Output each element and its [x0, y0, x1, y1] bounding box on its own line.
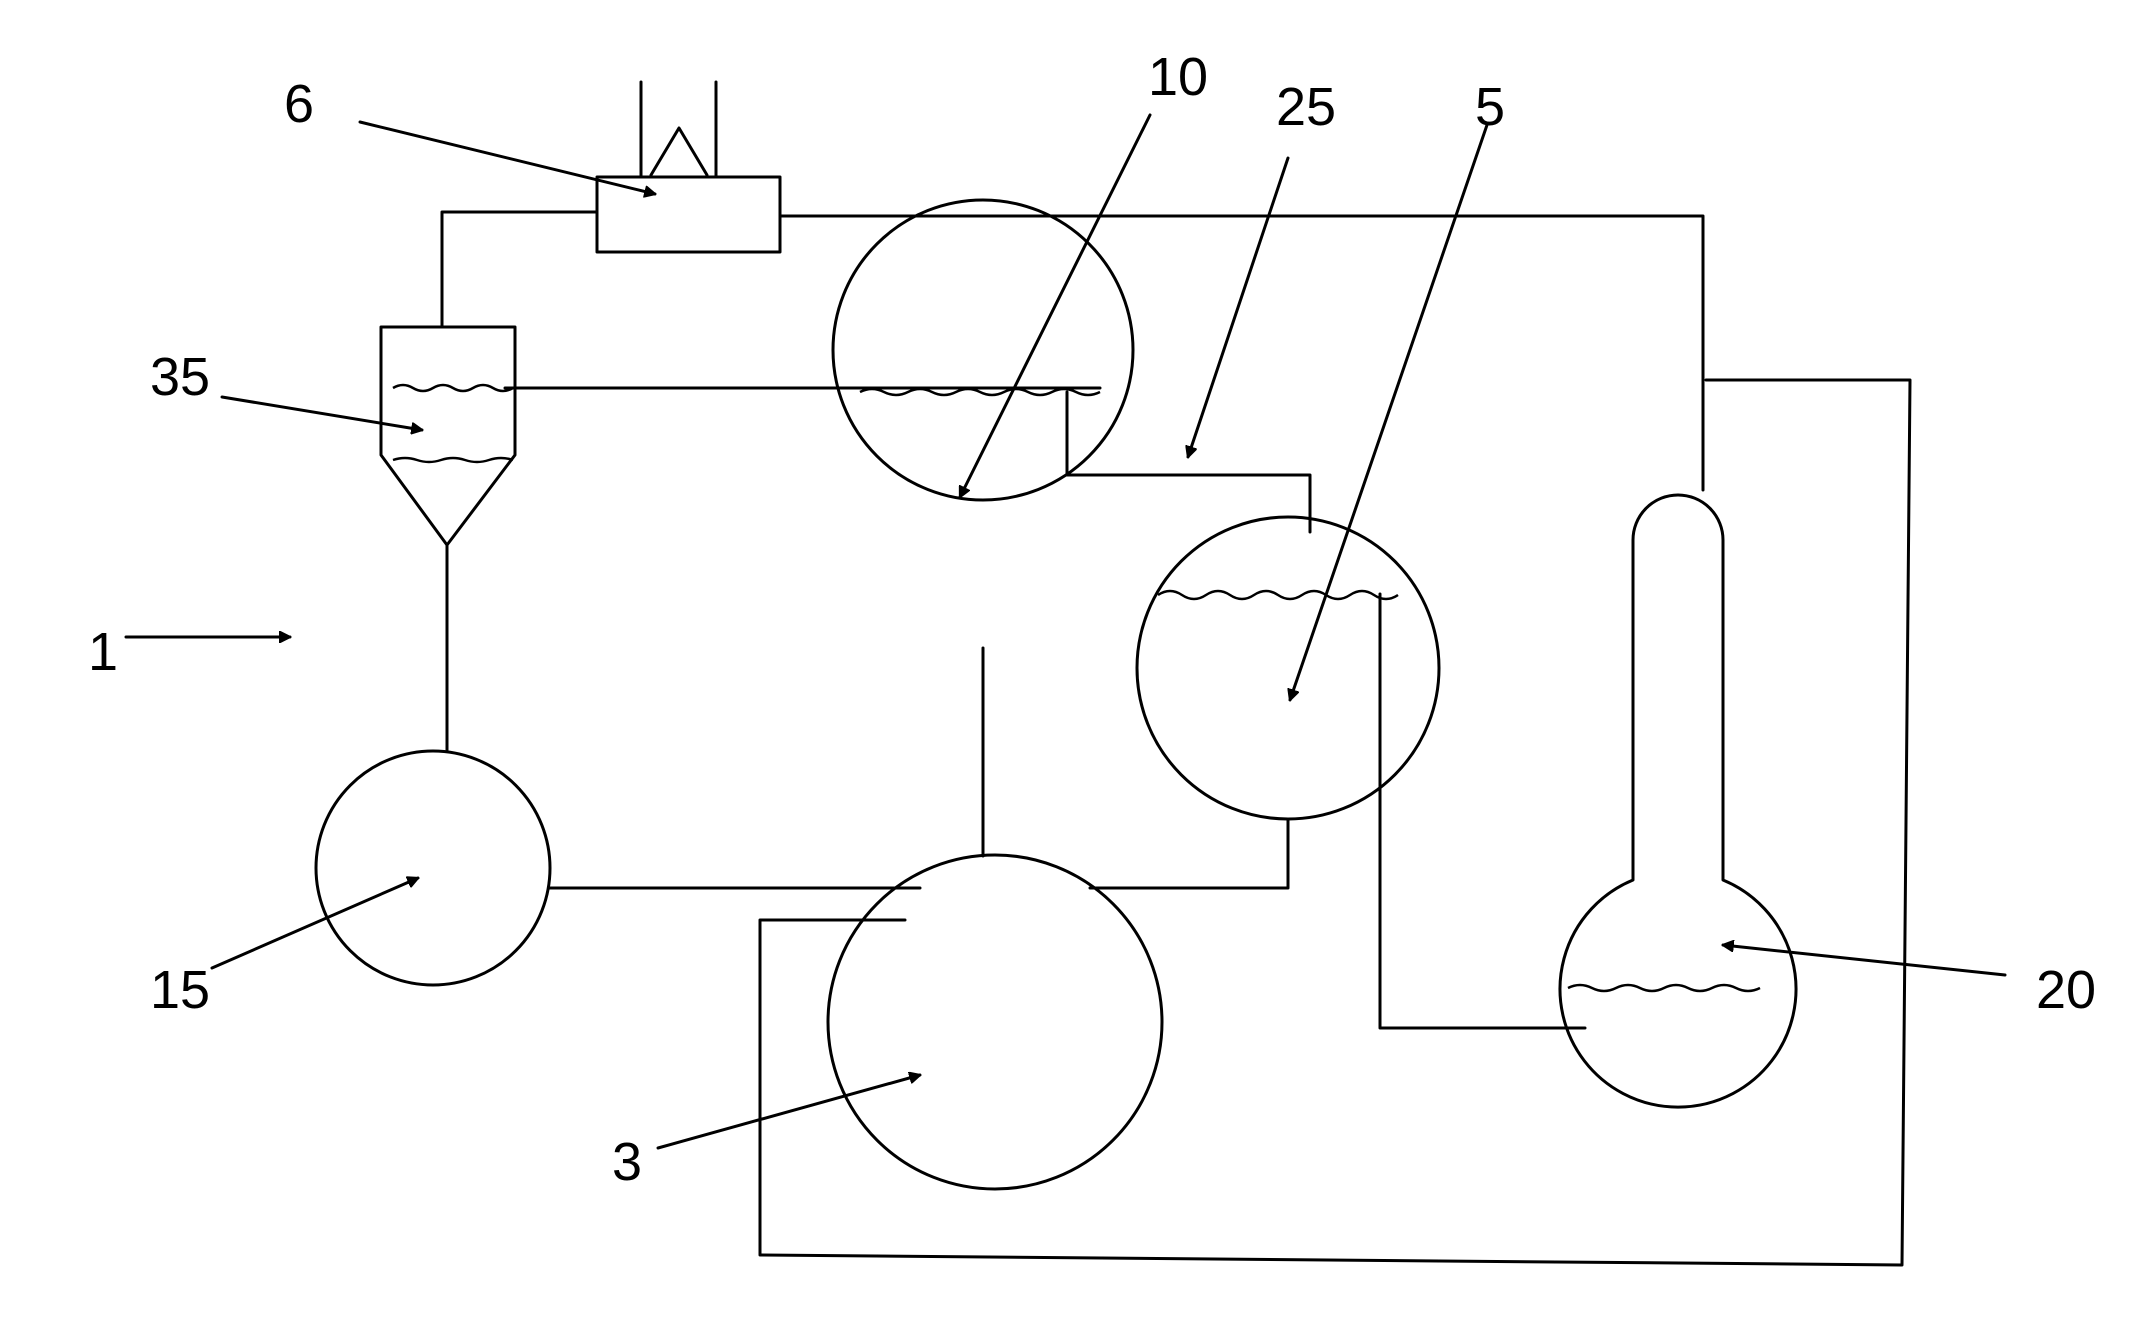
- vessel-10: [833, 200, 1133, 500]
- label-5: 5: [1475, 77, 1505, 137]
- arrow-6: [360, 122, 655, 194]
- label-35: 35: [150, 347, 210, 407]
- vessel-20: [1560, 495, 1796, 1107]
- separator-35: [381, 327, 515, 545]
- arrow-20: [1723, 945, 2005, 975]
- labels: 6 10 25 5 35 1 15 3 20: [88, 47, 2096, 1192]
- unit-6: [597, 82, 780, 252]
- label-15: 15: [150, 960, 210, 1020]
- arrow-10: [960, 115, 1150, 497]
- arrow-25: [1188, 158, 1288, 457]
- label-10: 10: [1148, 47, 1208, 107]
- arrow-35: [222, 397, 422, 430]
- label-1: 1: [88, 622, 118, 682]
- arrow-15: [212, 878, 418, 968]
- label-25: 25: [1276, 77, 1336, 137]
- arrow-3: [658, 1075, 920, 1148]
- vessel-3: [828, 855, 1162, 1189]
- vessel-5: [1137, 517, 1439, 819]
- vessel-15: [316, 751, 550, 985]
- label-20: 20: [2036, 960, 2096, 1020]
- label-6: 6: [284, 74, 314, 134]
- arrow-5: [1290, 125, 1487, 700]
- label-3: 3: [612, 1132, 642, 1192]
